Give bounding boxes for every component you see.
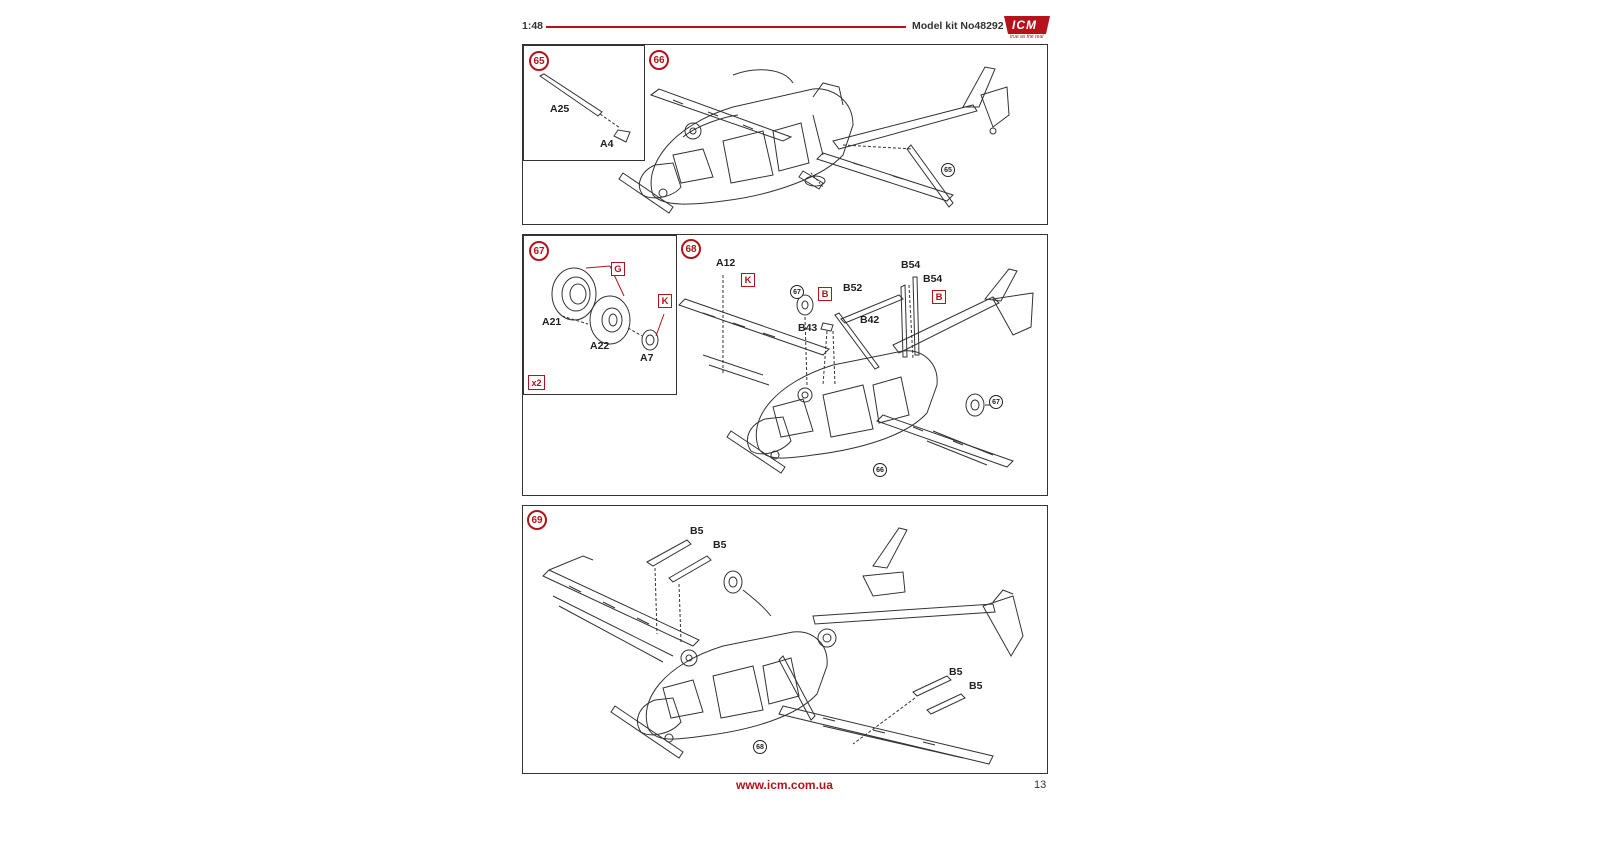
ref-step-66: 66	[873, 463, 887, 477]
helicopter-drawing-69	[523, 506, 1049, 775]
part-label-b5-top-1: B5	[690, 525, 704, 537]
part-label-a22: A22	[590, 340, 610, 352]
icm-logo-tagline: true as the real	[1010, 34, 1044, 40]
icm-logo: ICM true as the real	[1002, 14, 1052, 42]
step-number-69: 69	[527, 510, 547, 530]
website-link[interactable]: www.icm.com.ua	[736, 778, 833, 792]
part-label-a12: A12	[716, 257, 736, 269]
part-label-a25: A25	[550, 103, 570, 115]
part-label-b5-top-2: B5	[713, 539, 727, 551]
header-rule	[546, 26, 906, 28]
part-label-b52: B52	[843, 282, 863, 294]
part-label-b42: B42	[860, 314, 880, 326]
code-g: G	[611, 262, 625, 276]
step-number-66: 66	[649, 50, 669, 70]
part-label-a7: A7	[640, 352, 654, 364]
model-kit-label: Model kit No48292	[912, 20, 1004, 32]
part-label-a21: A21	[542, 316, 562, 328]
step-number-67: 67	[529, 241, 549, 261]
code-b-left: B	[818, 287, 832, 301]
ref-step-67-right: 67	[989, 395, 1003, 409]
part-label-b5-right-2: B5	[969, 680, 983, 692]
panel-step-69: 69 B5 B5 B5 B5 68	[522, 505, 1048, 774]
wheel-assembly-drawing	[524, 236, 678, 396]
ref-step-67-top: 67	[790, 285, 804, 299]
inset-step-67: 67 G K A21 A22 A7 x2	[523, 235, 677, 395]
ref-step-65: 65	[941, 163, 955, 177]
step-number-65: 65	[529, 51, 549, 71]
step-number-68: 68	[681, 239, 701, 259]
page-number: 13	[1034, 779, 1047, 791]
ref-step-68: 68	[753, 740, 767, 754]
part-label-b43: B43	[798, 322, 818, 334]
part-label-a4: A4	[600, 138, 614, 150]
scale-label: 1:48	[522, 20, 544, 32]
icm-logo-text: ICM	[1012, 18, 1037, 32]
part-label-b54: B54	[923, 273, 943, 285]
part-a25-drawing	[524, 46, 646, 162]
panel-step-66: 65 A25 A4 66 65	[522, 44, 1048, 225]
helicopter-drawing-66	[523, 45, 1049, 226]
part-label-b5-right-1: B5	[949, 666, 963, 678]
part-label-b54-top: B54	[901, 259, 921, 271]
panel-step-68: 67 G K A21 A22 A7 x2 68 A12 K B52 B54 B5…	[522, 234, 1048, 496]
code-b-right: B	[932, 290, 946, 304]
code-k: K	[658, 294, 672, 308]
helicopter-drawing-68	[523, 235, 1049, 497]
quantity-badge: x2	[528, 375, 545, 390]
code-k-68: K	[741, 273, 755, 287]
inset-step-65: 65 A25 A4	[523, 45, 645, 161]
